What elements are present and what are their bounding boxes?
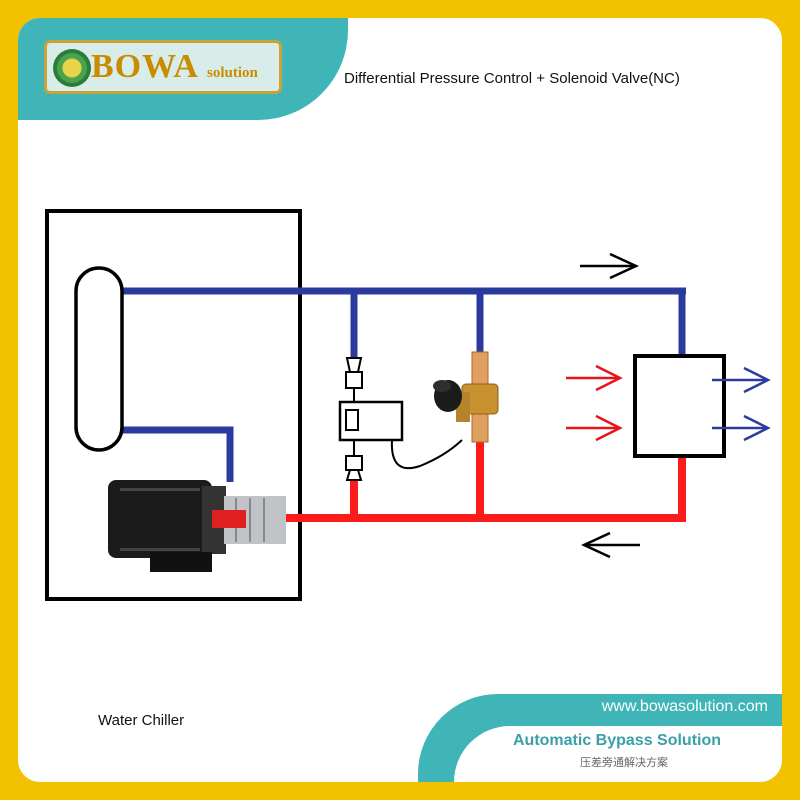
logo-brand: BOWA [91,48,199,85]
flow-right-arrow-icon [580,252,639,280]
tagline: Automatic Bypass Solution [513,732,722,749]
pump-icon [108,480,286,572]
return-pipes [284,440,686,522]
diagram-title: Differential Pressure Control + Solenoid… [344,70,680,87]
heat-in-arrow-icon [566,414,623,442]
heat-exchanger [633,354,726,458]
chiller-enclosure [45,209,302,601]
storage-tank [74,266,124,452]
flow-left-arrow-icon [581,531,640,559]
logo-sub: solution [207,65,258,81]
water-chiller-label: Water Chiller [98,712,185,729]
logo-emblem-icon [53,49,91,87]
logo: BOWA solution [44,40,282,94]
tagline-cn: 压差旁通解决方案 [580,757,668,769]
heat-out-arrow-icon [712,366,771,394]
differential-pressure-control-icon [338,357,463,481]
supply-pipes [120,287,686,482]
footer-white-band [454,726,782,782]
solenoid-valve-icon [433,351,499,443]
heat-out-arrow-icon [712,414,771,442]
tank-to-pump-pipe [120,426,234,482]
website-url[interactable]: www.bowasolution.com [601,698,768,715]
heat-in-arrow-icon [566,364,623,392]
